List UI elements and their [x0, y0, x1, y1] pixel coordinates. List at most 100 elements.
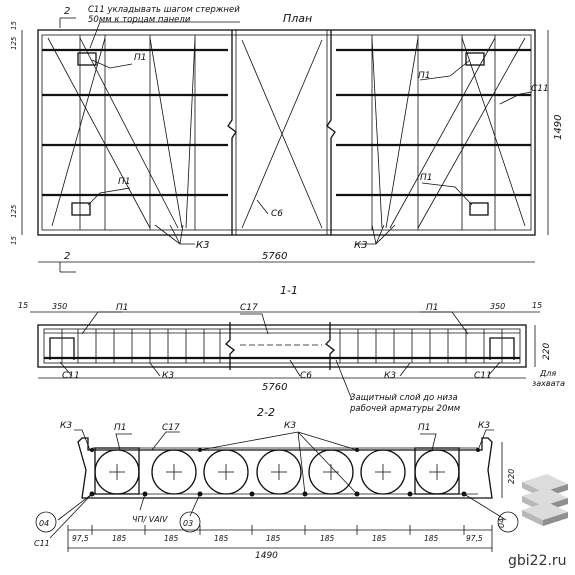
- plan-label-k3-left: К3: [196, 240, 209, 251]
- section22-total: 1490: [255, 551, 278, 561]
- section11-leader-cover: [335, 359, 353, 401]
- plan-length: 5760: [262, 251, 287, 262]
- section22-label-p1-left: П1: [114, 423, 127, 433]
- section22-dim-8: 97,5: [466, 534, 483, 543]
- plan-break-right: [326, 30, 336, 235]
- section22-label-k3-left: К3: [60, 421, 72, 431]
- plan-leader-note: [89, 21, 240, 49]
- section-1-1: 1-1 15 350 350 15 220 5760 П1 П1 С17 С11…: [18, 284, 565, 414]
- hollow-core-6: [360, 449, 406, 495]
- section22-leader-k3-mid-4: [297, 431, 358, 495]
- section11-label-k3-right: К3: [384, 371, 396, 381]
- section11-outline: [37, 324, 527, 368]
- section11-dim-15-left: 15: [18, 301, 28, 310]
- section22-dim-1: 185: [112, 534, 127, 543]
- section22-loop-left: [94, 447, 140, 495]
- section22-label-04-right: 04: [497, 518, 506, 528]
- plan-label-k3-right: К3: [354, 240, 367, 251]
- section22-callout-04-left: [35, 511, 57, 533]
- section22-hollow-cores: [94, 449, 460, 495]
- section11-leader-c11-left: [59, 361, 73, 377]
- section11-label-k3-left: К3: [162, 371, 174, 381]
- plan-leader-k3-left-2: [169, 224, 181, 245]
- section11-leader-k3-right: [399, 362, 411, 377]
- section22-leader-p1-left: [115, 433, 132, 451]
- section11-break-left: [225, 322, 235, 370]
- hollow-core-3: [203, 449, 249, 495]
- section11-leader-p1-left: [81, 311, 122, 335]
- section11-height: 220: [542, 343, 552, 360]
- section22-dim-ticks: [67, 525, 493, 552]
- plan-leader-p1-tr: [419, 59, 471, 81]
- section22-leader-k3-left: [74, 429, 91, 451]
- section11-label-c11-left: С11: [62, 371, 80, 381]
- plan-leader-p1-bl: [87, 187, 131, 206]
- plan-dim-125-top: 125: [10, 36, 18, 50]
- plan-diag-left-4: [185, 37, 196, 229]
- plan-title: План: [283, 12, 312, 25]
- section22-label-c17: С17: [162, 423, 180, 433]
- section22-leader-vp: [139, 493, 146, 511]
- plan-leader-k3-right-2: [375, 224, 385, 245]
- plan-leader-p1-tl: [91, 59, 133, 69]
- plan-leader-k3-right-3: [371, 224, 377, 245]
- plan-label-p1-tl: П1: [134, 53, 147, 63]
- section11-label-c17: С17: [240, 303, 258, 313]
- section22-label-vp: ЧП/ VАIV: [132, 515, 168, 524]
- plan-loop-tr: [465, 52, 485, 66]
- section22-outline: [77, 437, 493, 499]
- section11-leader-k3-left: [149, 362, 161, 377]
- watermark: gbi22.ru: [508, 474, 568, 569]
- hollow-core-2: [151, 449, 197, 495]
- section22-leader-p1-right: [420, 433, 437, 451]
- section22-label-04-left: 04: [39, 519, 49, 528]
- plan-label-p1-br: П1: [420, 173, 433, 183]
- plan-label-c6: С6: [271, 209, 283, 219]
- section22-dim-5: 185: [320, 534, 335, 543]
- plan-diag-right-1: [417, 37, 526, 229]
- section11-verticals-right: [339, 329, 503, 363]
- section11-leader-c11-right: [487, 361, 501, 377]
- section11-dim-350-right: 350: [490, 302, 505, 311]
- hollow-core-5: [308, 449, 354, 495]
- section11-cover-note-1: Защитный слой до низа: [350, 393, 458, 403]
- section11-leader-c6: [289, 359, 301, 377]
- plan-diag-left-2: [79, 37, 179, 229]
- plan-view: План С11 укладывать шагом стержней 50мм …: [10, 5, 564, 273]
- hollow-core-4: [256, 449, 302, 495]
- section11-label-p1-right: П1: [426, 303, 439, 313]
- section22-loop-right: [414, 447, 460, 495]
- section22-label-03: 03: [183, 519, 193, 528]
- section22-leader-c17: [151, 431, 180, 451]
- section22-dim-3: 185: [214, 534, 229, 543]
- plan-leader-c11: [499, 91, 533, 105]
- plan-dim-125-bottom: 125: [10, 204, 18, 218]
- plan-cut-mark-top: 2: [64, 6, 70, 17]
- section22-callout-03: [179, 511, 201, 533]
- section22-label-c11: С11: [34, 539, 50, 548]
- plan-diag-right-2: [389, 37, 496, 229]
- plan-leader-k3-left-3: [179, 224, 184, 245]
- watermark-text: gbi22.ru: [508, 553, 567, 569]
- plan-diag-left-5: [51, 37, 106, 227]
- plan-leader-c6: [256, 199, 269, 215]
- section11-cover-note-2: рабочей арматуры 20мм: [349, 404, 461, 414]
- plan-mid-cross-2: [241, 39, 323, 229]
- plan-height: 1490: [553, 115, 564, 140]
- section22-dim-0: 97,5: [72, 534, 89, 543]
- plan-inner-outline: [41, 34, 532, 231]
- section22-leader-04-left: [57, 493, 93, 521]
- plan-label-c11: С11: [531, 84, 549, 94]
- section22-label-k3-mid: К3: [284, 421, 296, 431]
- plan-diag-right-3: [385, 37, 419, 229]
- plan-diag-right-4: [371, 37, 383, 229]
- section22-title: 2-2: [257, 406, 275, 419]
- plan-label-p1-tr: П1: [418, 71, 431, 81]
- section22-leader-k3-mid-2: [297, 431, 358, 451]
- section22-leader-c11: [49, 493, 93, 539]
- section11-support-1: Для: [539, 369, 556, 378]
- section11-dim-15-right: 15: [532, 301, 542, 310]
- section-2-2: 2-2 К3 К3 К3 П1 П1 С17 04 03 04 ЧП/ VАIV…: [34, 406, 519, 561]
- plan-leader-p1-br: [421, 182, 473, 206]
